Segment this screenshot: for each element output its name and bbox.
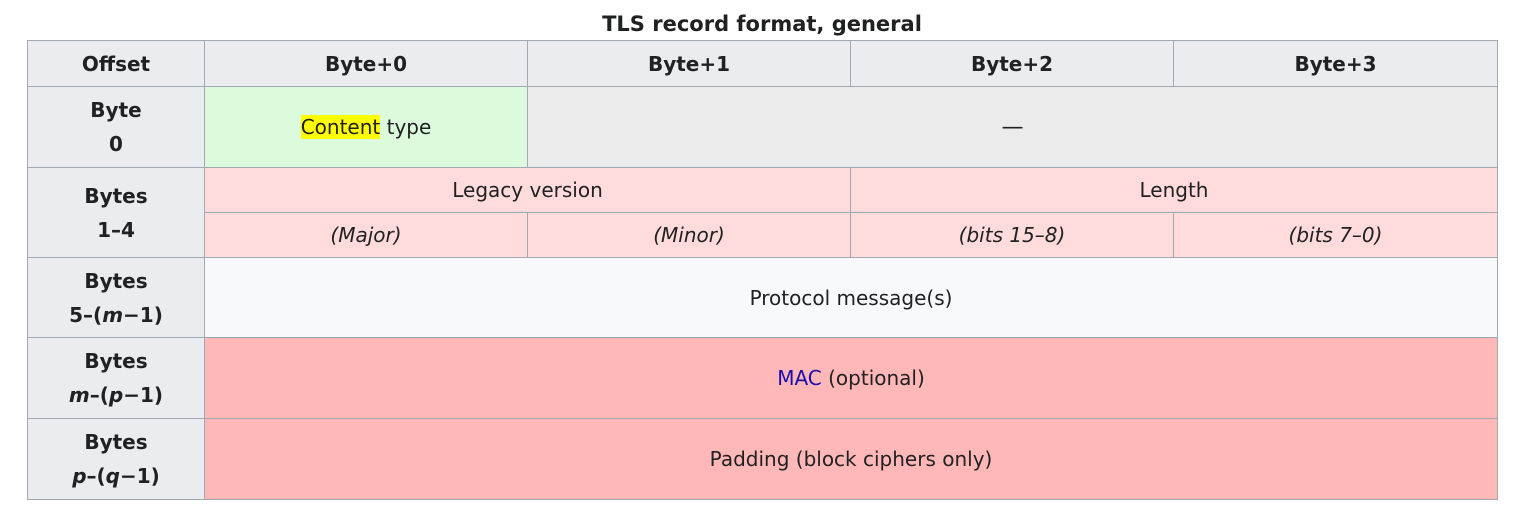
label-post: −1) [119, 464, 160, 488]
minor-cell: (Minor) [527, 212, 851, 258]
legacy-version-cell: Legacy version [204, 167, 851, 213]
padding-cell: Padding (block ciphers only) [204, 418, 1498, 500]
label-var2: p [108, 383, 124, 407]
header-row: Offset Byte+0 Byte+1 Byte+2 Byte+3 [27, 40, 1498, 87]
label-line1: Byte [90, 98, 142, 122]
label-post: −1) [123, 302, 163, 327]
header-byte-0: Byte+0 [204, 40, 528, 87]
content-type-rest: type [380, 115, 432, 139]
mac-rest: (optional) [821, 366, 925, 390]
content-type-cell: Content type [204, 86, 528, 168]
label-line1: Bytes [84, 268, 148, 293]
label-line1: Bytes [84, 430, 148, 454]
header-byte-1: Byte+1 [527, 40, 851, 87]
row-label-byte-0: Byte 0 [27, 86, 205, 168]
row-bytes-m: Bytes m–(p−1) MAC (optional) [27, 337, 1498, 419]
header-offset: Offset [27, 40, 205, 87]
label-mid: –( [86, 464, 106, 488]
major-cell: (Major) [204, 212, 528, 258]
unused-cell: — [527, 86, 1498, 168]
bits-7-0-cell: (bits 7–0) [1173, 212, 1498, 258]
row-label-bytes-m: Bytes m–(p−1) [27, 337, 205, 419]
table-caption: TLS record format, general [602, 12, 922, 36]
row-label-bytes-1-4: Bytes 1–4 [27, 167, 205, 258]
length-cell: Length [850, 167, 1498, 213]
row-label-bytes-5: Bytes 5–(m−1) [27, 257, 205, 338]
label-pre: 5–( [69, 302, 103, 327]
protocol-message-cell: Protocol message(s) [204, 257, 1498, 338]
header-byte-2: Byte+2 [850, 40, 1174, 87]
label-var: m [102, 302, 124, 327]
label-line2: 0 [109, 132, 123, 156]
header-byte-3: Byte+3 [1173, 40, 1498, 87]
unused-dash: — [1001, 114, 1024, 140]
row-bytes-p: Bytes p–(q−1) Padding (block ciphers onl… [27, 418, 1498, 500]
mac-cell: MAC (optional) [204, 337, 1498, 419]
label-var1: p [72, 464, 87, 488]
label-mid: –( [89, 383, 109, 407]
label-line1: Bytes [84, 183, 148, 208]
bits-15-8-cell: (bits 15–8) [850, 212, 1174, 258]
row-bytes-1-4-top: Bytes 1–4 Legacy version Length [27, 167, 1498, 258]
row-bytes-5: Bytes 5–(m−1) Protocol message(s) [27, 257, 1498, 338]
label-post: −1) [123, 383, 164, 407]
label-line1: Bytes [84, 349, 148, 373]
tls-record-table: Offset Byte+0 Byte+1 Byte+2 Byte+3 Byte … [27, 40, 1498, 500]
mac-link[interactable]: MAC [777, 366, 822, 390]
row-bytes-1-4-bottom: (Major) (Minor) (bits 15–8) (bits 7–0) [28, 212, 1498, 258]
content-highlight: Content [300, 115, 381, 139]
label-line2: 1–4 [97, 217, 135, 242]
label-var1: m [68, 383, 90, 407]
label-var2: q [105, 464, 120, 488]
row-byte-0: Byte 0 Content type — [27, 86, 1498, 168]
row-label-bytes-p: Bytes p–(q−1) [27, 418, 205, 500]
